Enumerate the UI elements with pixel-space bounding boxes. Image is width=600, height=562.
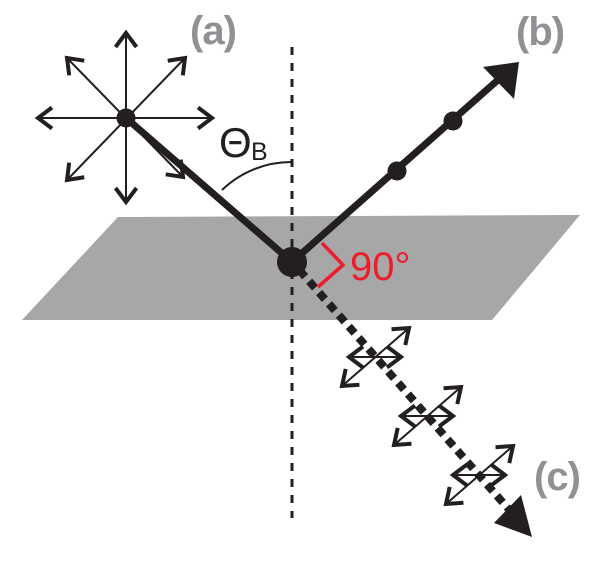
panel-label-c: (c) — [534, 455, 581, 499]
panel-label-b: (b) — [516, 10, 565, 54]
right-angle-90-label: 90° — [350, 245, 411, 289]
right-angle-marker-icon — [316, 241, 346, 289]
reflected-ray — [289, 62, 519, 265]
reflected-ray-arrowhead-icon — [483, 62, 519, 99]
refracted-ray — [296, 267, 532, 537]
unpolarized-light-star-icon — [34, 29, 216, 206]
brewster-angle-theta-symbol: Θ — [219, 119, 252, 166]
star-center-dot — [116, 108, 136, 128]
in-plane-polarization-icon — [443, 443, 516, 507]
in-plane-polarization-icon — [391, 384, 464, 448]
in-plane-polarization-icon — [339, 325, 412, 389]
in-plane-polarization-symbols — [339, 325, 516, 507]
perpendicular-polarization-icon — [387, 161, 407, 181]
refracted-ray-arrowhead-icon — [494, 495, 532, 537]
brewster-angle-subscript: B — [251, 138, 268, 166]
perpendicular-polarization-icon — [443, 111, 463, 131]
panel-label-a: (a) — [190, 9, 237, 53]
reflection-point-dot — [277, 247, 307, 277]
brewster-angle-arc — [221, 160, 293, 191]
